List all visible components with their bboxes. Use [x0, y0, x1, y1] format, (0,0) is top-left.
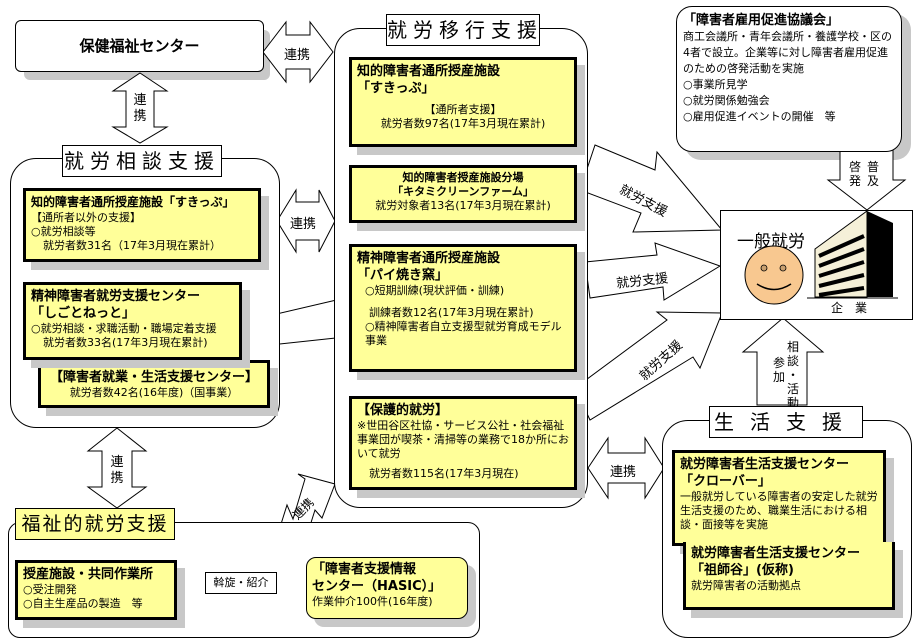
- renkei-label-mid: 連携: [290, 217, 317, 232]
- consult-box-skip-title: 知的障害者通所授産施設「すきっぷ」: [31, 195, 235, 209]
- life-box-soshigaya-subtitle: 「祖師谷」(仮称): [691, 563, 794, 578]
- life-box-soshigaya-title: 就労障害者生活支援センター: [691, 546, 861, 561]
- transition-box-skip-line-2: 就労者数97名(17年3月現在累計): [380, 117, 546, 130]
- transition-box-hogo[interactable]: 【保護的就労】 ※世田谷区社協・サービス公社・社会福祉事業団が喫茶・清掃等の業務…: [349, 396, 577, 490]
- consult-box-shugyo-line-1: 就労者数42名(16年度)（国事業）: [69, 386, 239, 399]
- transition-box-kitami-line-1: 就労対象者13名(17年3月現在累計): [375, 199, 551, 212]
- transition-box-skip-subtitle: 「すきっぷ」: [357, 81, 435, 96]
- shuro-arrow-2: [584, 242, 722, 301]
- consult-box-skip-line-1: 【通所者以外の支援】: [31, 211, 141, 224]
- sanka-label: 参 加: [772, 356, 786, 384]
- consult-box-shugyo[interactable]: 【障害者就業・生活支援センター】 就労者数42名(16年度)（国事業）: [38, 360, 270, 408]
- life-box-soshigaya-line-1: 就労障害者の活動拠点: [691, 579, 801, 592]
- health-center-label: 保健福祉センター: [79, 37, 200, 55]
- council-item-1: ○事業所見学: [683, 78, 748, 91]
- renkei-label-top-v: 連 携: [133, 93, 147, 125]
- smiley-face-icon: [744, 245, 804, 305]
- welfare-box-hasic[interactable]: 「障害者支援情報 センター（HASIC）」 作業仲介100件(16年度): [306, 557, 468, 619]
- shuro-arrow-3: [574, 311, 723, 421]
- council-item-3: ○雇用促進イベントの開催 等: [683, 110, 836, 123]
- fukyu-char-1: 普: [866, 160, 879, 174]
- transition-box-hogo-title: 【保護的就労】: [357, 403, 449, 418]
- transition-box-pie[interactable]: 精神障害者通所授産施設 「パイ焼き窯」 ○短期訓練(現状評価・訓練) 訓練者数1…: [349, 244, 577, 372]
- renkei-arrow-top-v: [111, 72, 169, 144]
- soudan-label: 相 談 ・ 活 動: [786, 340, 800, 410]
- keihatsu-char-1: 啓: [848, 160, 861, 174]
- fukyu-char-2: 及: [866, 174, 879, 188]
- life-box-clover-subtitle: 「クローバー」: [680, 474, 771, 489]
- employment-box[interactable]: 一般就労 企 業: [720, 210, 913, 320]
- transition-box-skip-line-1: 【通所者支援】: [424, 103, 502, 116]
- consult-box-shigotonet-line-2: 就労者数33名(17年3月現在累計): [43, 336, 208, 349]
- renkei-label-life: 連携: [610, 465, 637, 480]
- welfare-box-jusan-title: 授産施設・共同作業所: [23, 567, 154, 582]
- life-box-soshigaya[interactable]: 就労障害者生活支援センター 「祖師谷」(仮称) 就労障害者の活動拠点: [683, 542, 895, 610]
- building-icon: [807, 211, 898, 299]
- consult-box-shigotonet-line-1: ○就労相談・求職活動・職場定着支援: [31, 322, 217, 335]
- renkei-label-bottom-v: 連 携: [110, 455, 124, 487]
- employment-title: 一般就労: [737, 232, 805, 252]
- welfare-box-jusan[interactable]: 授産施設・共同作業所 ○受注開発 ○自主生産品の製造 等: [15, 560, 177, 620]
- assen-label-box: 斡旋・紹介: [205, 572, 277, 594]
- transition-box-pie-subtitle: 「パイ焼き窯」: [357, 268, 449, 283]
- renkei-char-2: 携: [133, 109, 147, 124]
- renkei-char-3: 連: [110, 455, 124, 470]
- fukyu-arrow: [826, 149, 907, 211]
- transition-panel-title: 就労移行支援: [386, 14, 540, 46]
- welfare-box-jusan-line-2: ○自主生産品の製造 等: [23, 597, 143, 610]
- transition-box-kitami-subtitle: 「キタミクリーンファーム」: [392, 185, 534, 198]
- consult-box-shigotonet-title: 精神障害者就労支援センター: [31, 289, 201, 304]
- health-center-box[interactable]: 保健福祉センター: [15, 20, 264, 72]
- transition-box-pie-line-2: 訓練者数12名(17年3月現在累計): [369, 306, 534, 319]
- council-item-2: ○就労関係勉強会: [683, 94, 770, 107]
- renkei-char-4: 携: [110, 471, 124, 486]
- council-title: 「障害者雇用促進協議会」: [683, 13, 840, 28]
- life-box-clover-title: 就労障害者生活支援センター: [680, 457, 850, 472]
- transition-box-kitami[interactable]: 知的障害者授産施設分場 「キタミクリーンファーム」 就労対象者13名(17年3月…: [349, 165, 577, 223]
- welfare-box-hasic-subtitle: センター（HASIC）」: [312, 579, 442, 594]
- consult-box-shigotonet[interactable]: 精神障害者就労支援センター 「しごとねっと」 ○就労相談・求職活動・職場定着支援…: [23, 282, 242, 360]
- shuro-arrow-1: [579, 144, 724, 233]
- transition-box-hogo-line-1: ※世田谷区社協・サービス公社・社会福祉事業団が喫茶・清掃等の業務で18か所におい…: [357, 419, 569, 460]
- renkei-char-1: 連: [133, 93, 147, 108]
- renkei-label-top: 連携: [284, 48, 311, 63]
- consult-box-shugyo-title: 【障害者就業・生活支援センター】: [49, 370, 258, 385]
- fukyu-label-col1: 啓 発: [848, 160, 862, 188]
- consult-box-shigotonet-subtitle: 「しごとねっと」: [31, 306, 136, 321]
- council-box[interactable]: 「障害者雇用促進協議会」 商工会議所・青年会議所・養護学校・区の4者で設立。企業…: [676, 6, 902, 152]
- council-desc: 商工会議所・青年会議所・養護学校・区の4者で設立。企業等に対し障害者雇用促進のた…: [683, 30, 892, 75]
- transition-box-pie-title: 精神障害者通所授産施設: [357, 251, 501, 266]
- transition-box-pie-line-3: ○精神障害者自立支援型就労育成モデル事業: [365, 320, 562, 347]
- transition-box-kitami-title: 知的障害者授産施設分場: [402, 171, 524, 184]
- welfare-box-hasic-title: 「障害者支援情報: [312, 562, 417, 577]
- soudan-char-4: 活: [786, 382, 799, 396]
- life-panel-title: 生活支援: [709, 406, 863, 438]
- sanka-arrow: [741, 317, 825, 406]
- sanka-char-1: 参: [772, 356, 785, 370]
- welfare-box-jusan-line-1: ○受注開発: [23, 583, 77, 596]
- soudan-char-1: 相: [786, 340, 799, 354]
- keihatsu-char-2: 発: [848, 174, 861, 188]
- employment-graphics: [744, 211, 898, 305]
- sanka-char-2: 加: [772, 370, 785, 384]
- renkei-arrow-top-h: [262, 20, 334, 84]
- life-box-clover-line-1: 一般就労している障害者の安定した就労生活支援のため、職業生活における相談・面接等…: [680, 490, 878, 531]
- welfare-panel-title: 福祉的就労支援: [15, 508, 175, 540]
- life-box-clover[interactable]: 就労障害者生活支援センター 「クローバー」 一般就労している障害者の安定した就労…: [672, 450, 886, 546]
- consult-panel-title: 就労相談支援: [62, 145, 222, 177]
- assen-label: 斡旋・紹介: [213, 576, 269, 589]
- consult-box-skip[interactable]: 知的障害者通所授産施設「すきっぷ」 【通所者以外の支援】 ○就労相談等 就労者数…: [23, 188, 261, 262]
- soudan-char-2: 談: [786, 354, 799, 368]
- consult-box-skip-line-3: 就労者数31名（17年3月現在累計）: [43, 239, 221, 252]
- soudan-char-3: ・: [786, 368, 799, 382]
- transition-box-hogo-line-2: 就労者数115名(17年3月現在): [369, 467, 519, 480]
- transition-box-skip[interactable]: 知的障害者通所授産施設 「すきっぷ」 【通所者支援】 就労者数97名(17年3月…: [349, 57, 577, 147]
- fukyu-label-col2: 普 及: [866, 160, 880, 188]
- welfare-box-hasic-line-1: 作業仲介100件(16年度): [312, 595, 433, 608]
- transition-box-pie-line-1: ○短期訓練(現状評価・訓練): [365, 284, 505, 297]
- consult-box-skip-line-2: ○就労相談等: [31, 225, 96, 238]
- company-label: 企 業: [831, 301, 868, 315]
- transition-box-skip-title: 知的障害者通所授産施設: [357, 64, 501, 79]
